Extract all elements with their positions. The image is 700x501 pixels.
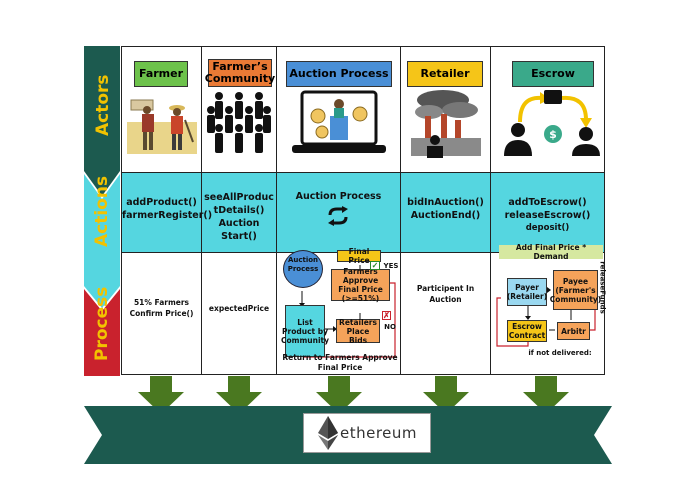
action-escrow-line2: releaseEscrow() <box>504 210 591 221</box>
actor-escrow: Escrow <box>512 61 594 87</box>
check-icon: ✓ <box>370 261 380 270</box>
down-arrow-retailer <box>423 376 469 414</box>
retailer-factory-illustration <box>411 90 481 158</box>
laptop-auction-icon <box>292 90 386 153</box>
action-escrow-line1: addToEscrow() <box>508 197 587 208</box>
ethereum-wordmark: ethereum <box>340 424 418 442</box>
x-mark-icon: ✗ <box>382 311 391 320</box>
farmers-approve-box: Farmers Approve Final Price (>=51%) <box>331 267 390 303</box>
process-farmer-line2: Confirm Price() <box>129 309 194 318</box>
row-label-process: Process <box>92 286 112 361</box>
action-farmer-line1: addProduct() <box>126 197 197 208</box>
process-community: expectedPrice <box>208 304 270 313</box>
auction-process-node <box>283 250 323 288</box>
actor-auction-process: Auction Process <box>286 61 392 87</box>
action-retailer-line1: bidInAuction() <box>407 197 484 208</box>
escrow-contract-box: Escrow Contract <box>507 320 547 342</box>
return-note: Return to Farmers Approve Final Price <box>282 353 398 372</box>
process-retailer-line2: Auction <box>429 295 462 304</box>
action-retailer-line2: AuctionEnd() <box>410 210 481 221</box>
actors-chevron <box>84 46 120 196</box>
row-label-actions: Actions <box>92 175 112 247</box>
actor-farmers-community: Farmer’s Community <box>204 59 276 87</box>
action-community-line2: tDetails() <box>213 205 265 216</box>
farmers-illustration <box>127 99 197 154</box>
down-arrow-escrow <box>523 376 569 414</box>
down-arrow-auction <box>316 376 362 414</box>
process-chevron <box>84 289 120 376</box>
process-farmer-line1: 51% Farmers <box>133 298 190 307</box>
escrow-icon: $ <box>504 90 600 156</box>
no-label: NO <box>384 323 396 331</box>
list-product-box: List Product by Community <box>281 305 329 357</box>
if-not-delivered-label: if not delivered: <box>528 349 592 357</box>
refresh-cycle-icon <box>328 206 348 226</box>
actor-retailer: Retailer <box>407 61 483 87</box>
yes-label: YES <box>383 262 399 270</box>
left-row-chevrons <box>84 46 120 376</box>
action-auction: Auction Process <box>295 191 382 202</box>
action-farmer-line2: farmerRegister() <box>122 210 213 221</box>
actions-chevron <box>84 174 120 308</box>
action-community-line3: Auction Start() <box>218 218 260 242</box>
community-people-icon <box>207 92 271 153</box>
arbitr-box: Arbitr <box>557 322 590 340</box>
actor-farmer: Farmer <box>134 61 188 87</box>
payer-box: Payer (Retailer) <box>507 278 547 306</box>
action-escrow-line3: deposit() <box>525 223 570 233</box>
ethereum-diamond-icon <box>318 416 338 450</box>
action-community-line1: seeAllProduc <box>204 192 274 203</box>
retailers-bids-box: Retailers Place Bids <box>336 318 380 345</box>
down-arrow-community <box>216 376 262 414</box>
auction-process-node-label: Auction Process <box>287 256 319 273</box>
release-funds-label: releaseFunds <box>598 261 607 314</box>
escrow-top-label: Add Final Price * Demand <box>499 243 603 261</box>
final-price-box: Final Price <box>337 247 381 265</box>
payee-box: Payee (Farmer's Community) <box>550 270 601 310</box>
down-arrow-farmer <box>138 376 184 414</box>
row-label-actors: Actors <box>93 74 113 136</box>
process-retailer-line1: Participent In <box>416 284 475 293</box>
svg-text:$: $ <box>549 128 557 141</box>
